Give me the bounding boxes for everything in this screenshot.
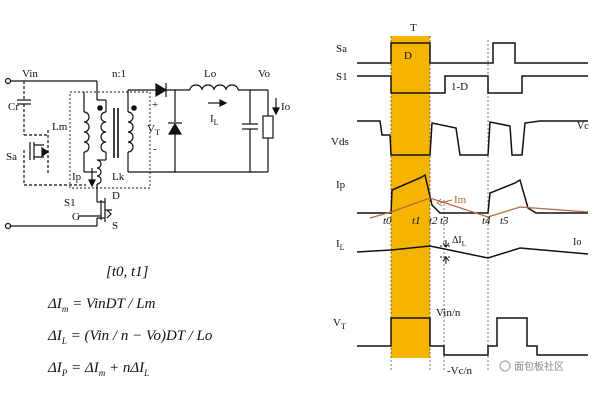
label-s: S	[112, 220, 118, 232]
label-cr: Cr	[8, 101, 19, 113]
ground-terminal	[4, 222, 12, 230]
label-duty: D	[404, 50, 412, 62]
label-s1-wave: S1	[336, 71, 348, 83]
label-vo: Vo	[258, 68, 271, 80]
trace-ip	[357, 173, 588, 214]
label-t2: t2	[429, 215, 438, 227]
label-s1: S1	[64, 197, 76, 209]
label-ip-wave: Ip	[336, 179, 346, 191]
label-t1: t1	[412, 215, 421, 227]
im-pointer	[436, 198, 453, 207]
label-minus: -	[153, 143, 157, 155]
watermark-icon	[499, 360, 511, 372]
label-sa: Sa	[6, 151, 17, 163]
label-one-minus-d: 1-D	[451, 81, 468, 93]
label-neg-vc-n: -Vc/n	[447, 365, 473, 377]
ip-arrow	[88, 179, 96, 188]
label-il: IL	[210, 113, 219, 127]
label-vt: VT	[147, 123, 160, 137]
io-arrow	[272, 107, 280, 116]
interval-label: [t0, t1]	[106, 264, 149, 280]
label-d: D	[112, 190, 120, 202]
equations: ΔIm = VinDT / Lm ΔIL = (Vin / n − Vo)DT …	[47, 296, 213, 378]
load-resistor	[262, 115, 274, 139]
label-t0: t0	[383, 215, 392, 227]
sa-switch	[29, 142, 50, 160]
duty-highlight	[391, 36, 430, 358]
label-lk: Lk	[112, 171, 125, 183]
s1-mosfet	[78, 196, 112, 226]
label-io: Io	[281, 101, 291, 113]
equation-delta-ip: ΔIP = ΔIm + nΔIL	[47, 360, 149, 378]
trace-sa	[357, 42, 588, 64]
trace-vt	[357, 317, 588, 356]
label-vt-wave: VT	[333, 317, 346, 331]
trace-il	[356, 245, 589, 259]
equation-delta-im: ΔIm = VinDT / Lm	[47, 296, 156, 314]
lk-inductor	[96, 159, 102, 185]
transformer-box	[69, 91, 151, 189]
circuit-schematic	[4, 77, 280, 230]
secondary-winding	[127, 111, 134, 153]
series-diode	[150, 82, 190, 98]
label-vds-level: Vc	[577, 121, 589, 132]
primary-dot	[97, 105, 103, 111]
watermark-text: 面包板社区	[514, 360, 564, 373]
trace-im	[369, 197, 589, 219]
label-il-wave: IL	[336, 238, 345, 252]
waveform-traces	[356, 42, 589, 356]
label-sa-wave: Sa	[336, 43, 347, 55]
equation-delta-il: ΔIL = (Vin / n − Vo)DT / Lo	[47, 328, 213, 346]
label-vds: Vds	[331, 136, 349, 148]
clamp-branch	[23, 81, 86, 186]
primary-winding	[100, 111, 107, 153]
label-lo: Lo	[204, 68, 217, 80]
label-delta-il: ΔIL	[452, 235, 466, 248]
label-ratio: n:1	[112, 68, 126, 80]
waveform-labels: T D 1-D Sa S1 Vds Vc Ip Im IL ΔIL Io VT …	[331, 22, 589, 377]
trace-s1	[357, 75, 588, 94]
label-vin-n: Vin/n	[436, 307, 461, 319]
delta-il-marker	[440, 240, 452, 264]
label-lm: Lm	[52, 121, 68, 133]
label-t4: t4	[482, 215, 491, 227]
label-vin: Vin	[22, 68, 38, 80]
trace-vds	[357, 120, 588, 156]
label-t5: t5	[500, 215, 509, 227]
watermark: 面包板社区	[499, 360, 564, 373]
label-ip: Ip	[72, 171, 82, 183]
il-arrow	[219, 99, 228, 107]
secondary-dot	[131, 105, 137, 111]
lo-inductor	[189, 84, 239, 91]
lm-inductor	[83, 111, 90, 153]
label-t3: t3	[440, 215, 449, 227]
label-im: Im	[454, 194, 467, 206]
label-g: G	[72, 211, 80, 223]
label-period: T	[410, 22, 417, 34]
freewheel-diode	[167, 90, 183, 172]
label-plus: +	[152, 99, 158, 111]
vin-terminal	[4, 77, 12, 85]
circuit-labels: Vin Cr Sa Lm n:1 Lo Vo Io + VT - IL Ip L…	[6, 68, 291, 232]
label-io-wave: Io	[573, 237, 581, 248]
